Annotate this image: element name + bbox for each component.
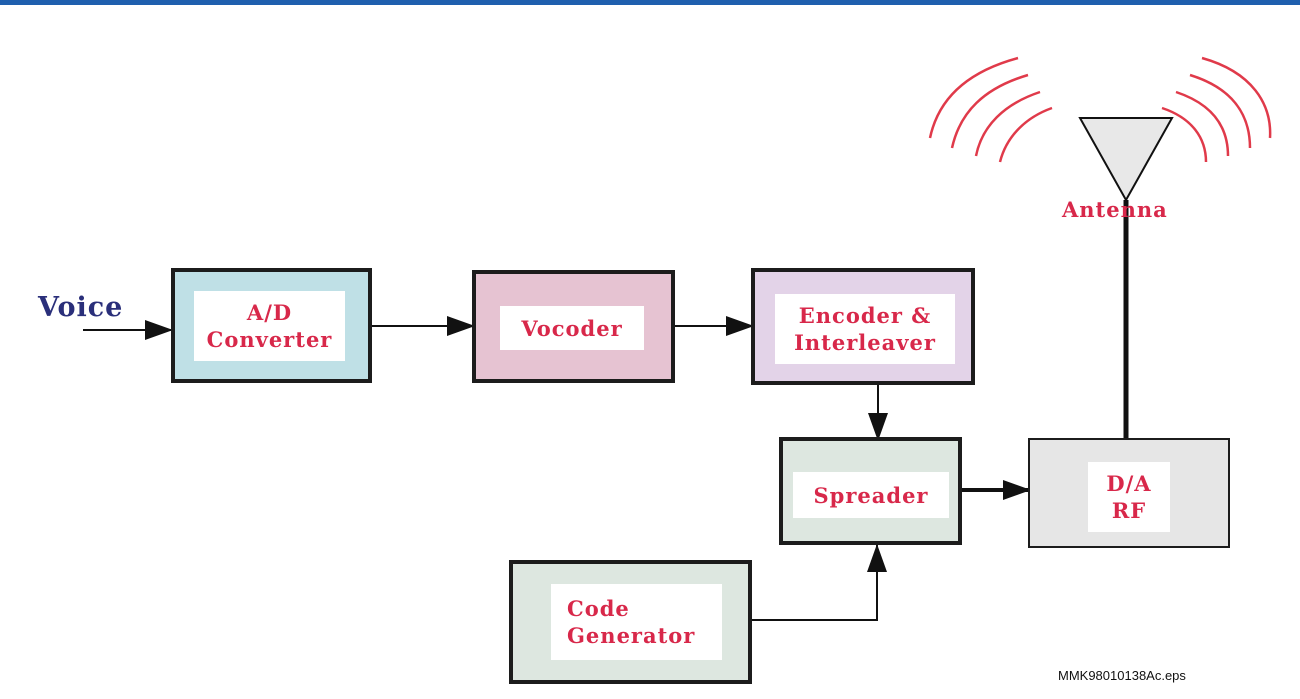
code-generator-line2: Generator [567, 623, 696, 648]
encoder-interleaver-block: Encoder & Interleaver [751, 268, 975, 385]
spreader-label: Spreader [813, 482, 929, 508]
ad-converter-label-panel: A/D Converter [194, 291, 345, 361]
ad-converter-line1: A/D [246, 300, 293, 325]
radio-wave-right-icon [1161, 56, 1272, 163]
ad-converter-block: A/D Converter [171, 268, 372, 383]
file-name-label: MMK98010138Ac.eps [1058, 668, 1186, 683]
code-generator-line1: Code [567, 596, 630, 621]
vocoder-block: Vocoder [472, 270, 675, 383]
spreader-block: Spreader [779, 437, 962, 545]
antenna-label: Antenna [1062, 197, 1168, 222]
da-rf-label-panel: D/A RF [1088, 462, 1170, 532]
code-generator-block: Code Generator [509, 560, 752, 684]
da-rf-block: D/A RF [1028, 438, 1230, 548]
header-bar [0, 0, 1300, 5]
da-rf-line1: D/A [1106, 471, 1152, 496]
spreader-label-panel: Spreader [793, 472, 949, 518]
da-rf-line2: RF [1111, 498, 1147, 523]
ad-converter-line2: Converter [206, 327, 333, 352]
arrow-codegen-to-spreader [751, 544, 887, 621]
encoder-line1: Encoder & [798, 303, 932, 328]
encoder-interleaver-label-panel: Encoder & Interleaver [775, 294, 955, 364]
radio-wave-left-icon [928, 56, 1053, 163]
voice-input-label: Voice [38, 292, 124, 323]
encoder-line2: Interleaver [794, 330, 936, 355]
vocoder-label-panel: Vocoder [500, 306, 644, 350]
antenna-icon [1078, 117, 1174, 203]
code-generator-label-panel: Code Generator [551, 584, 722, 660]
vocoder-label: Vocoder [521, 315, 623, 341]
